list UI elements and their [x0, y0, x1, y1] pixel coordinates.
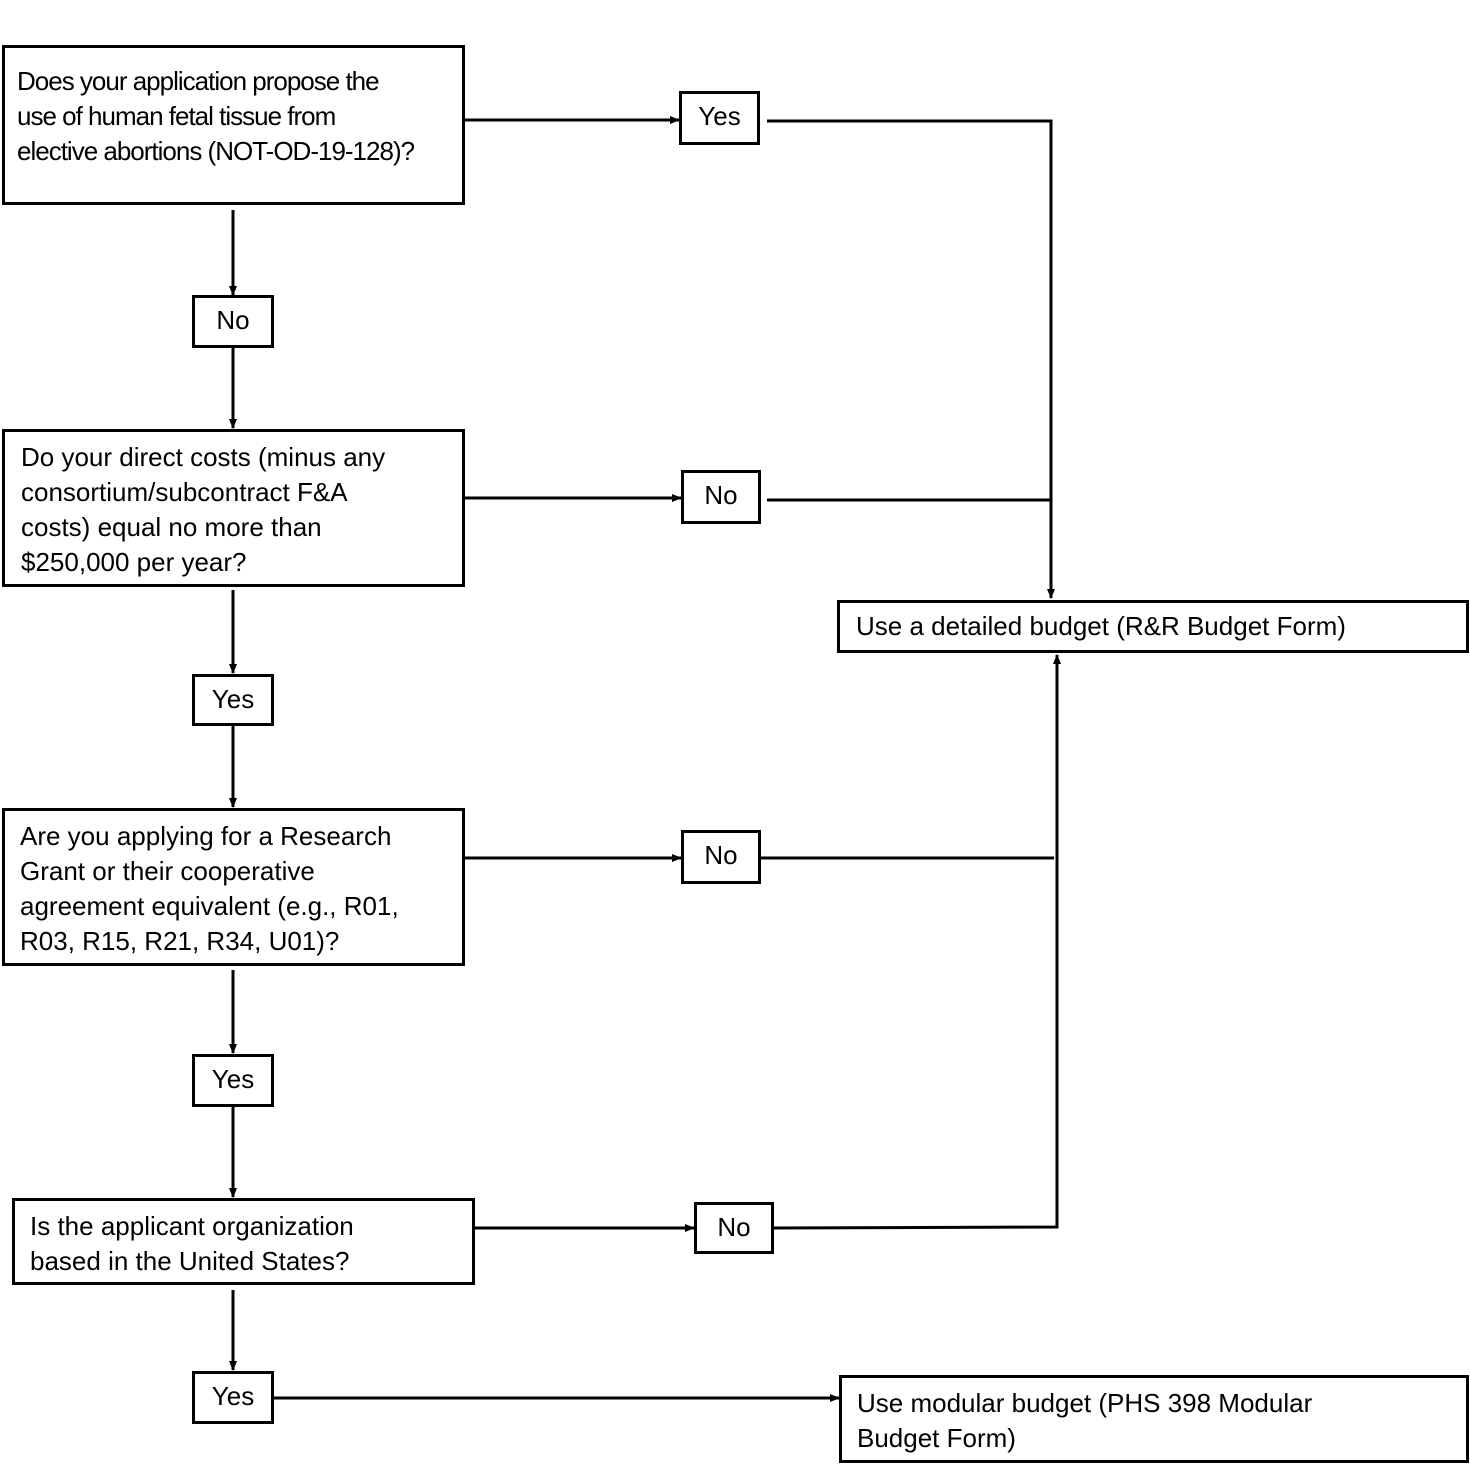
question-text: R03, R15, R21, R34, U01)?	[20, 926, 340, 956]
label-q3-no: No	[681, 830, 761, 884]
label-q1-no: No	[192, 295, 274, 348]
line-yes-to-detailed	[767, 119, 1055, 599]
question-text: Grant or their cooperative	[20, 856, 315, 886]
label-q4-yes: Yes	[192, 1371, 274, 1424]
outcome-detailed-budget: Use a detailed budget (R&R Budget Form)	[837, 600, 1469, 653]
question-direct-costs: Do your direct costs (minus any consorti…	[2, 429, 465, 587]
question-text: agreement equivalent (e.g., R01,	[20, 891, 399, 921]
question-research-grant: Are you applying for a Research Grant or…	[2, 808, 465, 966]
label-q1-yes: Yes	[679, 91, 760, 145]
question-text: Do your direct costs (minus any	[21, 442, 386, 472]
label-q2-no: No	[681, 470, 761, 524]
outcome-modular-budget: Use modular budget (PHS 398 Modular Budg…	[839, 1375, 1469, 1463]
question-text: elective abortions (NOT-OD-19-128)?	[17, 136, 415, 166]
question-text: Are you applying for a Research	[20, 821, 392, 851]
label-q4-no: No	[694, 1202, 774, 1254]
label-q2-yes: Yes	[192, 674, 274, 726]
question-fetal-tissue: Does your application propose the use of…	[2, 45, 465, 205]
outcome-text: Use modular budget (PHS 398 Modular	[857, 1388, 1313, 1418]
question-text: consortium/subcontract F&A	[21, 477, 348, 507]
question-text: Does your application propose the	[17, 66, 380, 96]
question-text: Is the applicant organization	[30, 1211, 354, 1241]
question-text: $250,000 per year?	[21, 547, 247, 577]
label-q3-yes: Yes	[192, 1054, 274, 1107]
line-q4-no-to-detailed	[772, 654, 1061, 1230]
outcome-text: Budget Form)	[857, 1423, 1016, 1453]
question-text: based in the United States?	[30, 1246, 350, 1276]
question-text: costs) equal no more than	[21, 512, 322, 542]
question-us-based: Is the applicant organization based in t…	[12, 1198, 475, 1285]
question-text: use of human fetal tissue from	[17, 101, 336, 131]
